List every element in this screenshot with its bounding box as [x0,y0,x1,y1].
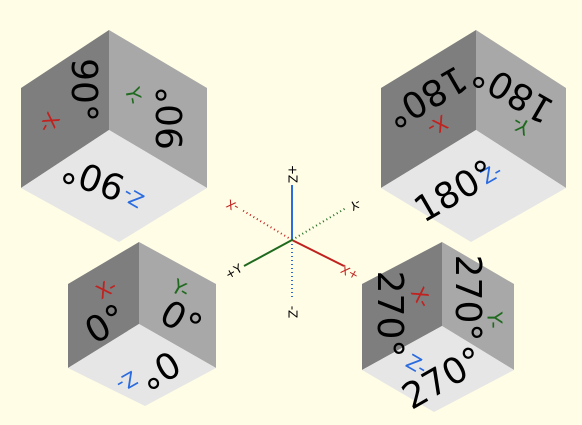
cube-bottom-right-right-face [442,242,514,370]
cube-bottom-left-left-face [68,242,139,368]
axis-gizmo: +Z -Z +X -X +Y -Y [223,165,363,318]
cube-top-left-left-face [21,30,109,188]
y-axis-negative-line [291,207,347,241]
cube-top-left-right-number: 90° [150,86,191,150]
cube-top-left-top-face [21,130,207,242]
cube-bottom-right-right-axis-label: Y- [483,310,507,328]
x-axis-negative-line [241,209,293,241]
cube-bottom-left-right-face [139,242,216,368]
cube-bottom-right-left-number: 270° [369,271,410,358]
cube-top-right-left-face [381,30,476,188]
cube-top-right: 180° X- 180° Y- Z- 180° [378,30,566,242]
x-negative-label: -X [224,196,241,214]
cube-bottom-right: X- 270° 270° Y- Z- 270° [362,242,514,418]
cube-bottom-right-top-face [362,326,514,412]
y-negative-label: -Y [347,196,363,214]
z-positive-label: +Z [286,165,300,183]
cube-bottom-right-right-number: 270° [447,255,488,342]
cube-top-left: 90° X- Y- 90° 90° Z- [21,30,207,242]
x-axis-positive-line [291,239,345,267]
cube-top-left-right-face [109,30,207,188]
cube-top-left-right-axis-label: Y- [120,84,147,106]
y-axis-positive-line [243,239,293,267]
cube-bottom-right-left-face [362,242,442,370]
z-negative-label: -Z [286,306,300,319]
cube-bottom-left-top-face [68,324,216,406]
cube-top-left-left-number: 90° [63,58,104,122]
cube-top-right-top-face [381,130,566,242]
cube-top-right-right-face [476,30,566,188]
cube-bottom-left: X- 0° Y- 0° 0° Z- [68,242,216,406]
y-positive-label: +Y [223,261,246,282]
